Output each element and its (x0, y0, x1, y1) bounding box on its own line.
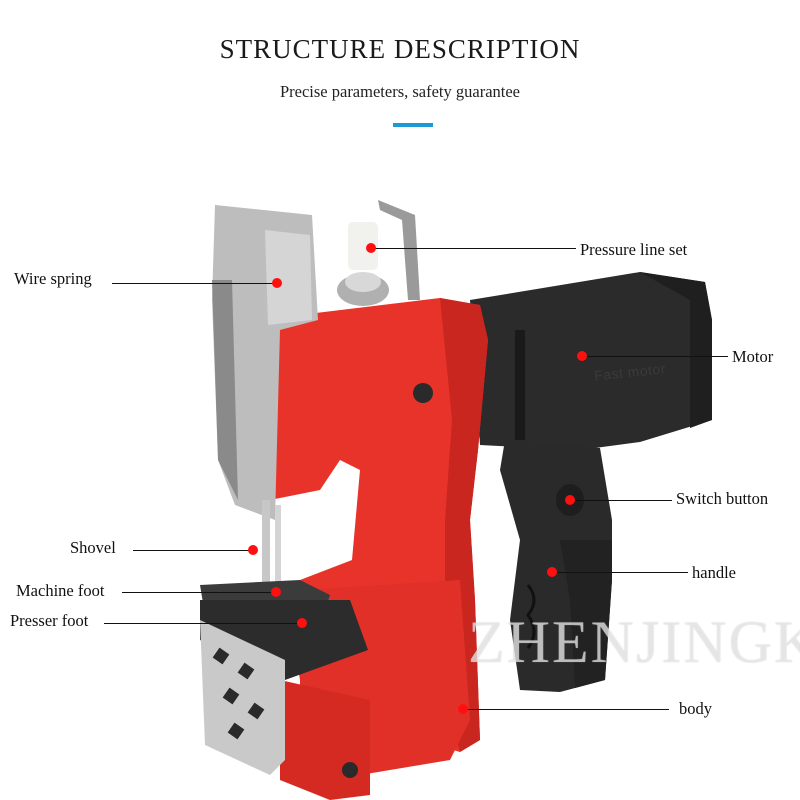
leader-wire-spring (112, 283, 277, 284)
label-switch-button: Switch button (676, 489, 769, 508)
label-motor: Motor (732, 347, 774, 366)
label-presser-foot: Presser foot (10, 611, 89, 630)
callout-dot-presser-foot (297, 618, 307, 628)
callout-dot-switch-button (565, 495, 575, 505)
leader-handle (552, 572, 688, 573)
motor-housing (470, 272, 712, 450)
callout-dot-shovel (248, 545, 258, 555)
leader-body (463, 709, 669, 710)
page-subtitle: Precise parameters, safety guarantee (279, 82, 521, 101)
page-title: STRUCTURE DESCRIPTION (219, 34, 581, 64)
leader-switch-button (570, 500, 672, 501)
accent-bar (393, 123, 433, 127)
label-body: body (679, 699, 712, 718)
callout-dot-wire-spring (272, 278, 282, 288)
tension-post (337, 200, 420, 306)
callout-dot-machine-foot (271, 587, 281, 597)
callout-dot-pressure-line-set (366, 243, 376, 253)
label-handle: handle (692, 563, 736, 582)
handle-grip (500, 440, 612, 692)
label-wire-spring: Wire spring (14, 269, 92, 288)
leader-motor (582, 356, 728, 357)
presser-foot-assembly (200, 580, 368, 775)
leader-pressure-line-set (371, 248, 576, 249)
leader-shovel (133, 550, 253, 551)
callout-dot-body (458, 704, 468, 714)
callout-dot-motor (577, 351, 587, 361)
needle-assembly (262, 500, 281, 600)
leader-machine-foot (122, 592, 276, 593)
label-machine-foot: Machine foot (16, 581, 105, 600)
label-shovel: Shovel (70, 538, 116, 557)
leader-presser-foot (104, 623, 302, 624)
label-pressure-line-set: Pressure line set (580, 240, 688, 259)
red-body (258, 298, 488, 800)
callout-dot-handle (547, 567, 557, 577)
